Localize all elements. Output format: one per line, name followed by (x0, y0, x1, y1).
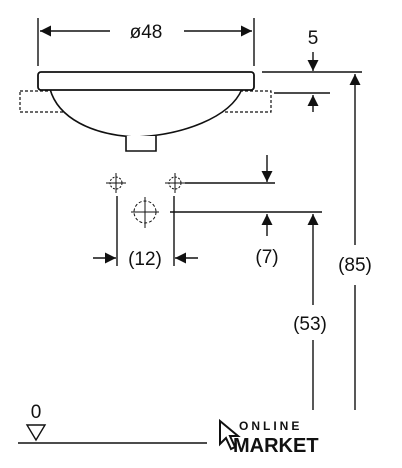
waste-height-label: (53) (293, 314, 327, 335)
basin-drain (125, 136, 157, 152)
rim-height-label: 5 (308, 28, 319, 49)
tap-hole-left (106, 173, 126, 193)
level-triangle-icon (25, 424, 47, 442)
logo-line2: MARKET (233, 435, 319, 457)
tap-offset-dimension (170, 155, 322, 236)
floor-level-label: 0 (31, 402, 42, 423)
total-height-label: (85) (338, 255, 372, 276)
diameter-dimension (37, 18, 255, 66)
tap-hole-markers (106, 173, 185, 228)
rim-height-dimension (262, 52, 362, 112)
tap-offset-label: (7) (255, 247, 278, 268)
tap-spacing-dimension (93, 196, 198, 266)
basin-bowl (49, 88, 243, 138)
tap-hole-right (165, 173, 185, 193)
online-market-logo: ONLINE MARKET (219, 418, 319, 457)
basin-outline (19, 71, 272, 152)
floor-level-marker (18, 424, 207, 444)
waste-outlet-marker (131, 197, 159, 228)
tap-spacing-label: (12) (128, 249, 162, 270)
cursor-icon (219, 418, 241, 451)
logo-line1: ONLINE (239, 419, 302, 433)
basin-rim (37, 71, 255, 91)
diameter-label: ø48 (130, 22, 163, 43)
